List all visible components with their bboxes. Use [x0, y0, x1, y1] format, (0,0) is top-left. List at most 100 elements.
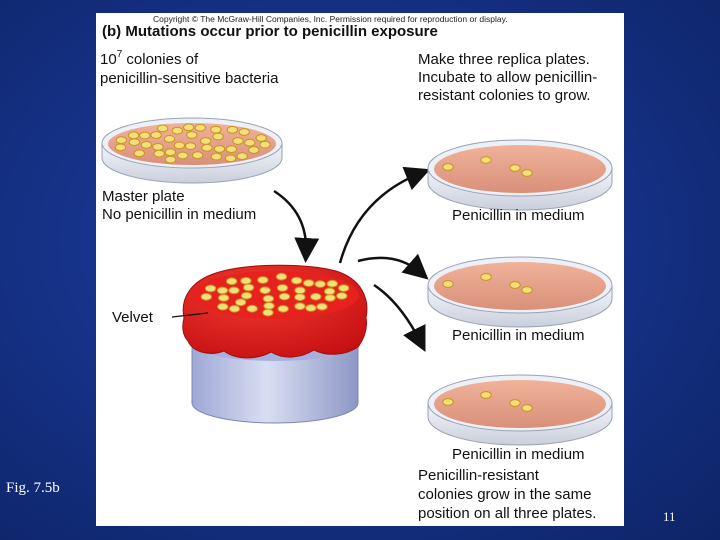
resistant-colony [480, 273, 492, 281]
velvet-colony [228, 304, 241, 313]
master-colony [150, 131, 162, 139]
master-colony [224, 154, 237, 163]
master-colony [191, 151, 204, 160]
arrow-master-to-velvet [273, 189, 320, 263]
master-colony [244, 138, 256, 147]
velvet-block [182, 264, 368, 424]
colonies-label-line1: 107 colonies of [100, 49, 199, 68]
resistant-label-line3: position on all three plates. [418, 505, 596, 522]
resistant-colony [509, 399, 521, 407]
master-colony [171, 126, 184, 135]
velvet-colony [242, 283, 255, 292]
master-colony [259, 140, 271, 149]
master-colony [114, 143, 127, 152]
replica-label-line3: resistant colonies to grow. [418, 87, 591, 104]
velvet-colony [336, 292, 348, 300]
master-plate [101, 117, 283, 184]
colonies-label-line2: penicillin-sensitive bacteria [100, 70, 279, 87]
replica-label-line1: Make three replica plates. [418, 51, 590, 68]
velvet-colony [276, 284, 289, 292]
arrow-to-plate-1 [338, 166, 431, 264]
resistant-colony [521, 169, 533, 177]
master-colony [156, 124, 169, 133]
master-colony [139, 131, 151, 140]
page-number: 11 [663, 509, 676, 524]
replica-plate-3 [427, 374, 613, 446]
resistant-colony [521, 404, 533, 412]
velvet-colony [294, 293, 306, 302]
replica-plate-2 [427, 256, 613, 328]
velvet-colonies [200, 272, 350, 317]
velvet-colony [218, 294, 230, 302]
velvet-leader-line [171, 312, 209, 318]
master-colony [255, 134, 267, 142]
figure-title: (b) Mutations occur prior to penicillin … [102, 23, 438, 40]
velvet-colony [216, 286, 229, 295]
resistant-label-line2: colonies grow in the same [418, 486, 591, 503]
slide-caption: Fig. 7.5b [6, 480, 60, 496]
master-colony [186, 131, 198, 139]
velvet-colony [303, 279, 315, 288]
velvet-colony [275, 272, 288, 281]
plate-3-label: Penicillin in medium [452, 446, 585, 463]
resistant-colony [480, 391, 492, 399]
arrow-to-plate-2 [357, 253, 429, 280]
velvet-colony [228, 286, 240, 295]
master-colony [133, 149, 145, 158]
master-colony [232, 137, 244, 145]
velvet-colony [323, 287, 336, 296]
resistant-colony [509, 281, 521, 289]
velvet-colony [278, 292, 291, 301]
velvet-colony [316, 302, 328, 311]
velvet-colony [262, 308, 274, 317]
resistant-colony [442, 280, 454, 288]
velvet-colony [310, 292, 322, 301]
velvet-colony [262, 294, 275, 303]
velvet-colony [338, 284, 350, 293]
master-colony [248, 146, 260, 154]
replica-plate-1 [427, 139, 613, 211]
master-colony [177, 151, 189, 160]
master-plate-label-line2: No penicillin in medium [102, 206, 256, 223]
master-colony [127, 131, 140, 140]
velvet-colony [240, 291, 253, 300]
velvet-colony [290, 276, 303, 285]
master-colony [164, 155, 177, 164]
master-colony [210, 125, 222, 134]
arrow-to-plate-3 [373, 283, 426, 352]
velvet-colony [305, 304, 317, 312]
master-colony [115, 136, 127, 145]
master-colony [212, 132, 224, 141]
master-colony [164, 148, 177, 157]
velvet-colony [204, 284, 217, 293]
velvet-colony [235, 298, 247, 307]
velvet-colony [217, 302, 229, 311]
master-colony [213, 145, 226, 153]
velvet-colony [324, 294, 336, 302]
master-colony [184, 142, 197, 151]
plate-2-label: Penicillin in medium [452, 327, 585, 344]
master-colony [128, 138, 141, 147]
master-colony [153, 149, 165, 158]
master-colony [226, 125, 239, 134]
velvet-colony [263, 302, 275, 310]
velvet-colony [294, 286, 306, 295]
velvet-colony [326, 279, 339, 288]
velvet-label: Velvet [112, 309, 154, 326]
figure-panel: Copyright © The McGraw-Hill Companies, I… [96, 13, 624, 526]
master-colony [225, 145, 238, 154]
velvet-colony [314, 280, 326, 289]
velvet-colony [240, 276, 252, 285]
resistant-colony [509, 164, 521, 172]
master-colony [199, 137, 212, 145]
resistant-label-line1: Penicillin-resistant [418, 467, 540, 484]
replica-plating-diagram: Copyright © The McGraw-Hill Companies, I… [100, 14, 613, 522]
copyright-notice: Copyright © The McGraw-Hill Companies, I… [153, 14, 508, 24]
master-colony [201, 143, 213, 152]
master-colony [183, 123, 195, 132]
replica-label-line2: Incubate to allow penicillin- [418, 69, 597, 86]
master-colony [236, 152, 248, 161]
master-colony [152, 143, 164, 151]
resistant-colony [480, 156, 492, 164]
